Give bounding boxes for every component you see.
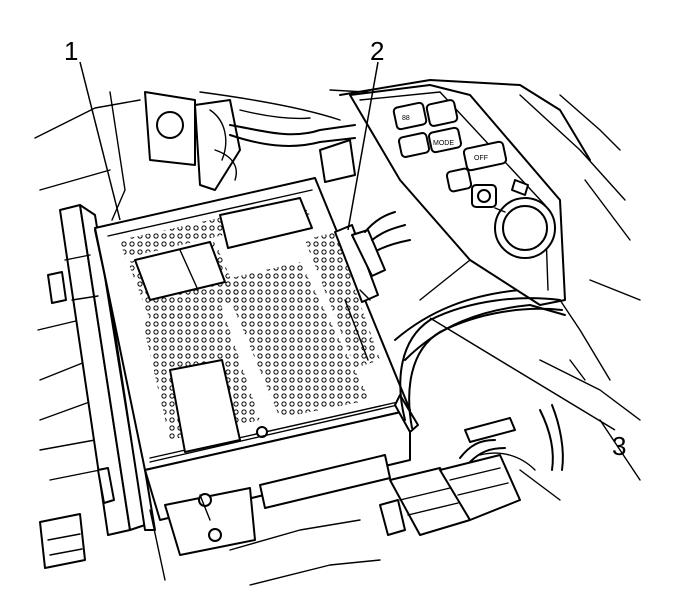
radio-unit (47, 177, 419, 581)
leader-line-1 (79, 61, 121, 221)
panel-button-group: 88 MODE OFF (392, 99, 529, 208)
panel-button-label-off: OFF (474, 155, 488, 162)
panel-button-label-88: 88 (402, 115, 410, 122)
rotary-knob (494, 197, 556, 259)
leader-line-3 (429, 317, 616, 431)
dashboard-background (34, 79, 641, 586)
callout-1: 1 (64, 36, 78, 66)
leader-line-2 (347, 61, 379, 231)
lower-left-bracket (39, 513, 86, 569)
climate-control-panel: 88 MODE OFF (349, 84, 566, 306)
electrical-connector (334, 211, 411, 303)
panel-button-label-mode: MODE (433, 140, 454, 147)
callout-3: 3 (612, 431, 626, 461)
wiring-harness (379, 297, 564, 536)
upper-mount-bracket (144, 91, 356, 191)
leader-lines (79, 61, 616, 431)
callout-2: 2 (370, 36, 384, 66)
